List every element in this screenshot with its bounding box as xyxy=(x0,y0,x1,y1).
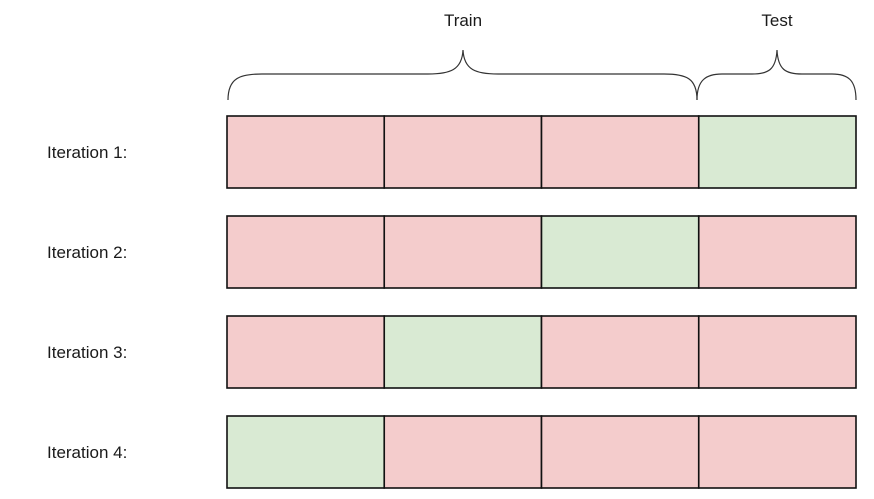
train-fold-cell-4 xyxy=(697,315,857,389)
train-fold-cell-3 xyxy=(540,315,700,389)
test-fold-cell-3 xyxy=(540,215,700,289)
iteration-label: Iteration 2: xyxy=(47,243,127,262)
train-fold-cell-4 xyxy=(697,215,857,289)
train-fold-cell-3 xyxy=(540,115,700,189)
train-fold-cell-2 xyxy=(383,415,543,489)
iteration-rows: Iteration 1: Iteration 2: Iteration 3: Iter… xyxy=(47,115,857,489)
train-fold-cell-1 xyxy=(226,215,386,289)
train-fold-cell-1 xyxy=(226,315,386,389)
train-fold-cell-4 xyxy=(697,415,857,489)
iteration-row-3: Iteration 3: xyxy=(47,315,857,389)
train-fold-cell-1 xyxy=(226,115,386,189)
test-brace xyxy=(696,49,857,101)
train-fold-cell-2 xyxy=(383,215,543,289)
train-fold-cell-3 xyxy=(540,415,700,489)
iteration-row-2: Iteration 2: xyxy=(47,215,857,289)
train-fold-cell-2 xyxy=(383,115,543,189)
iteration-row-4: Iteration 4: xyxy=(47,415,857,489)
train-label: Train xyxy=(444,11,482,30)
test-fold-cell-2 xyxy=(383,315,543,389)
iteration-label: Iteration 4: xyxy=(47,443,127,462)
test-label: Test xyxy=(761,11,792,30)
train-brace xyxy=(227,49,698,101)
iteration-row-1: Iteration 1: xyxy=(47,115,857,189)
test-fold-cell-1 xyxy=(226,415,386,489)
iteration-label: Iteration 3: xyxy=(47,343,127,362)
test-fold-cell-4 xyxy=(697,115,857,189)
iteration-label: Iteration 1: xyxy=(47,143,127,162)
